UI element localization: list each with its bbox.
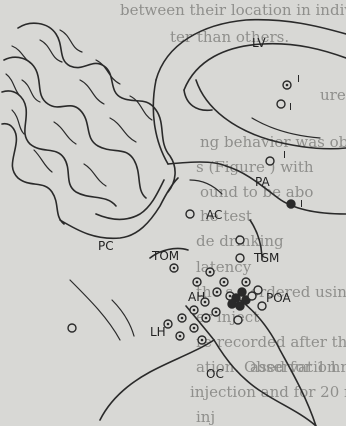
label-lh: LH bbox=[150, 325, 166, 339]
open-site-marker bbox=[254, 286, 262, 294]
label-poa: POA bbox=[266, 291, 291, 305]
site-dot bbox=[216, 291, 219, 294]
site-dot bbox=[204, 301, 207, 304]
filled-site-marker bbox=[228, 300, 236, 308]
label-lv: LV bbox=[252, 36, 266, 50]
mark-i: I bbox=[297, 74, 300, 85]
bg-line: inj bbox=[196, 408, 215, 426]
open-site-marker bbox=[68, 324, 76, 332]
open-site-marker bbox=[258, 302, 266, 310]
label-oc: OC bbox=[206, 367, 224, 381]
site-dot bbox=[167, 323, 170, 326]
cerebellar-folia bbox=[2, 23, 178, 238]
label-tsm: TSM bbox=[253, 251, 279, 265]
label-tom: TOM bbox=[151, 249, 179, 263]
bg-line: ordered using a bbox=[250, 283, 346, 301]
bg-line: ased for 1 hr aft bbox=[250, 358, 346, 376]
site-dot bbox=[215, 311, 218, 314]
label-pc: PC bbox=[98, 239, 114, 253]
mark-i: I bbox=[300, 199, 303, 210]
mark-i: I bbox=[283, 150, 286, 161]
open-site-marker bbox=[186, 210, 194, 218]
site-dot bbox=[245, 281, 248, 284]
site-dot bbox=[196, 281, 199, 284]
open-site-marker bbox=[277, 100, 285, 108]
site-dot bbox=[173, 267, 176, 270]
site-dot bbox=[193, 327, 196, 330]
background-text: between their location in individual ter… bbox=[120, 1, 346, 426]
site-dot bbox=[286, 84, 289, 87]
filled-site-marker bbox=[236, 302, 244, 310]
bg-line: ure bbox=[320, 86, 346, 104]
open-site-marker bbox=[234, 316, 242, 324]
site-dot bbox=[179, 335, 182, 338]
site-dot bbox=[181, 317, 184, 320]
bg-line: s (Figure ) with bbox=[196, 158, 314, 176]
mark-i: I bbox=[289, 102, 292, 113]
site-dot bbox=[193, 309, 196, 312]
site-dot bbox=[229, 295, 232, 298]
open-site-marker bbox=[236, 236, 244, 244]
open-site-marker bbox=[266, 157, 274, 165]
site-dot bbox=[205, 317, 208, 320]
site-dot bbox=[223, 281, 226, 284]
bg-line: injection and for 20 min pr bbox=[190, 383, 346, 401]
site-markers bbox=[68, 81, 295, 344]
site-dot bbox=[209, 271, 212, 274]
label-pa: PA bbox=[255, 175, 270, 189]
bg-line: between their location in individual bbox=[120, 1, 346, 19]
filled-site-marker bbox=[287, 200, 295, 208]
label-ac: AC bbox=[206, 208, 222, 222]
site-dot bbox=[201, 339, 204, 342]
open-site-marker bbox=[236, 254, 244, 262]
